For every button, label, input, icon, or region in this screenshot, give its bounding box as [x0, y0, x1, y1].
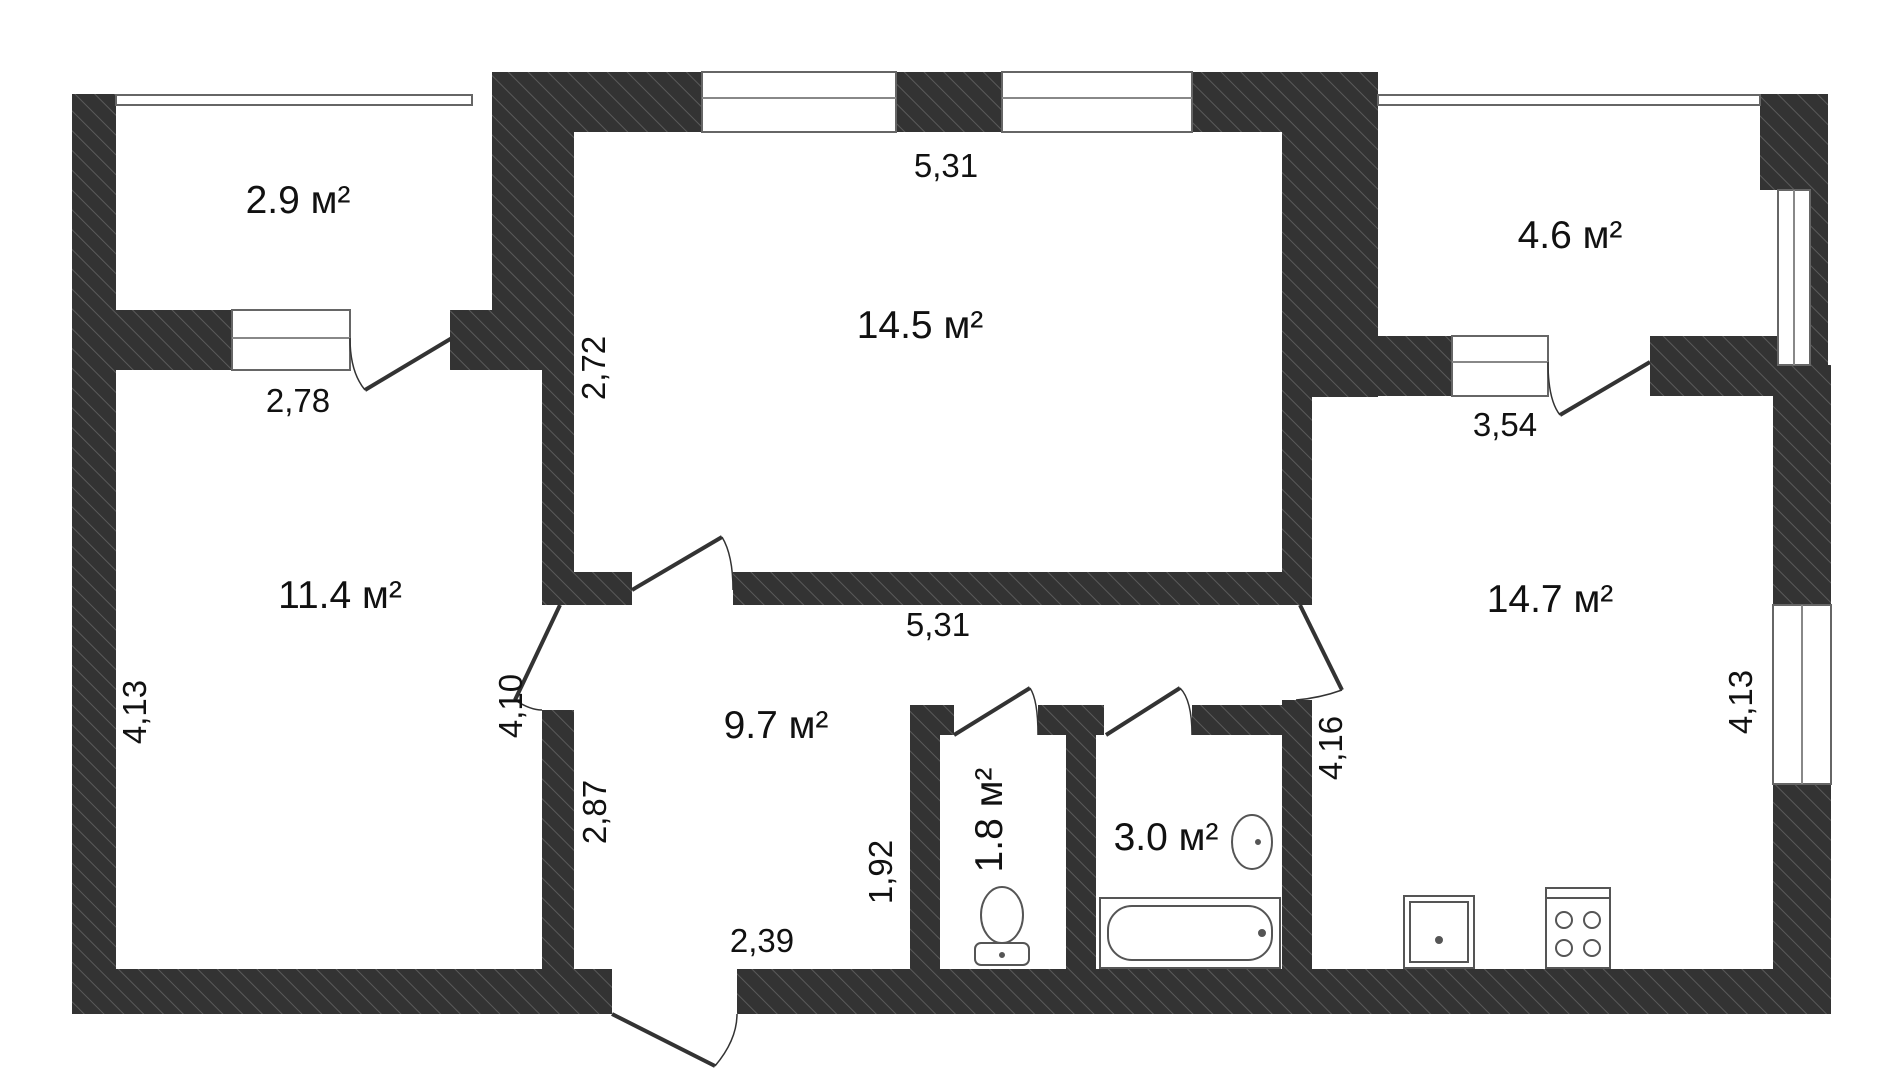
door-balcony-right — [1558, 360, 1652, 417]
window-living-right — [1001, 71, 1193, 133]
wall-bath-top — [1192, 705, 1312, 735]
wall-bedroom-top-left — [72, 310, 232, 370]
window-balcony-right — [1377, 94, 1761, 106]
wall-kitchen-right — [1773, 365, 1831, 605]
room-area-toilet: 1.8 м² — [968, 768, 1011, 873]
wall-bedroom-right — [542, 710, 574, 1014]
walls — [72, 72, 1831, 1014]
wall-kitchen-left-lower — [1282, 700, 1312, 1014]
room-area-hallway: 9.7 м² — [724, 704, 829, 747]
door-kitchen — [1298, 604, 1344, 691]
dimension-living-width-top: 5,31 — [914, 147, 978, 184]
dimension-kitchen-wall-height: 4,16 — [1312, 716, 1349, 780]
window-balcony-left — [115, 94, 473, 106]
dimension-balcony-right-width: 3,54 — [1473, 406, 1537, 443]
window-living-left — [701, 71, 897, 133]
door-bedroom — [513, 604, 562, 701]
door-bathroom — [1104, 686, 1182, 737]
room-area-balcony-right: 4.6 м² — [1518, 214, 1623, 257]
room-area-kitchen: 14.7 м² — [1487, 578, 1614, 621]
wall-toilet-top-left — [910, 705, 954, 735]
window-kitchen-top — [1451, 335, 1549, 397]
fixtures — [974, 814, 1611, 969]
stove-icon — [1545, 887, 1611, 969]
toilet-icon — [974, 886, 1030, 966]
door-toilet — [952, 686, 1032, 737]
room-area-bedroom: 11.4 м² — [278, 574, 402, 617]
dimension-toilet-height: 1,92 — [862, 840, 899, 904]
dimensions: 5,31 2,78 2,72 3,54 5,31 4,13 4,10 2,87 … — [116, 147, 1759, 959]
wall-living-bottom — [733, 572, 1312, 605]
wall-balcony-right-side — [1810, 190, 1828, 365]
kitchen-sink-icon — [1403, 895, 1475, 969]
doors — [349, 336, 1652, 1068]
wall-kitchen-right-lower — [1773, 784, 1831, 1014]
dimension-bedroom-height: 4,13 — [116, 680, 153, 744]
wall-living-left-lower — [542, 370, 574, 605]
wall-living-right-lower — [1282, 397, 1312, 605]
dimension-hall-height: 2,87 — [576, 780, 613, 844]
dimension-hall-width: 5,31 — [906, 606, 970, 643]
wall-left-outer — [72, 94, 116, 1014]
window-bedroom — [231, 309, 351, 371]
dimension-bedroom-wall-height: 4,10 — [492, 674, 529, 738]
dimension-living-height: 2,72 — [575, 336, 612, 400]
room-area-living-room: 14.5 м² — [857, 304, 984, 347]
wall-balcony-right-corner — [1760, 94, 1828, 190]
door-entrance — [611, 1012, 716, 1068]
sink-icon — [1231, 814, 1273, 870]
wall-bottom-outer — [72, 969, 612, 1014]
dimension-hall-lower-width: 2,39 — [730, 922, 794, 959]
room-area-balcony-left: 2.9 м² — [246, 179, 351, 222]
bathtub-icon — [1099, 897, 1281, 969]
room-area-bathroom: 3.0 м² — [1114, 816, 1219, 859]
dimension-kitchen-height: 4,13 — [1722, 670, 1759, 734]
wall-living-left — [492, 72, 574, 370]
room-areas: 2.9 м² 14.5 м² 4.6 м² 11.4 м² 14.7 м² 9.… — [246, 179, 1623, 872]
window-sills — [232, 97, 1803, 784]
wall-toilet-bath-divider — [1066, 705, 1096, 1014]
wall-kitchen-top-left — [1312, 336, 1452, 396]
wall-living-top-mid — [896, 72, 1002, 132]
door-balcony-left — [363, 336, 454, 392]
door-living — [630, 535, 724, 592]
wall-toilet-left — [910, 705, 940, 1014]
dimension-balcony-left-width: 2,78 — [266, 382, 330, 419]
wall-living-bottom-left — [542, 572, 632, 605]
